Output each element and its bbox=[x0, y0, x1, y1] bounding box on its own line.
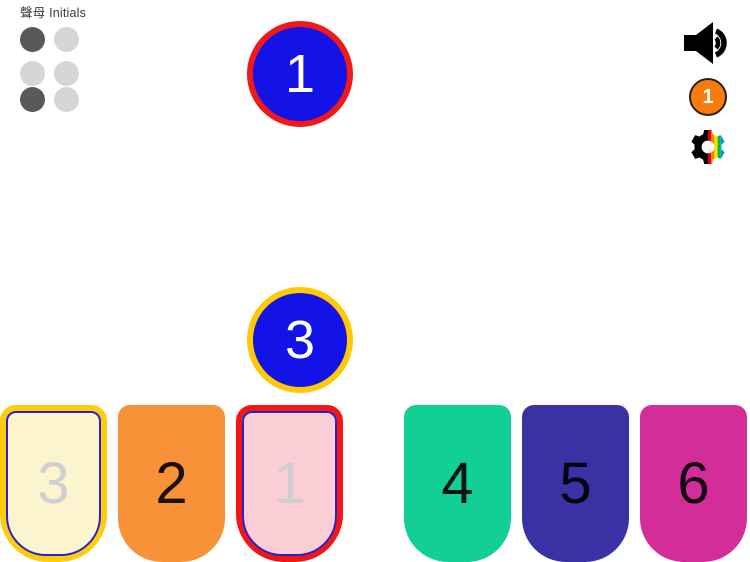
answer-tile-3[interactable]: 3 bbox=[0, 405, 107, 562]
progress-dot bbox=[54, 87, 79, 112]
speaker-button[interactable] bbox=[680, 20, 736, 66]
speaker-sound-icon bbox=[684, 22, 727, 64]
progress-dot bbox=[54, 27, 79, 52]
tile-value: 5 bbox=[559, 450, 592, 516]
round-counter-value: 1 bbox=[702, 85, 714, 108]
answer-tile-5[interactable]: 5 bbox=[522, 405, 629, 562]
tile-row-right: 4 5 6 bbox=[404, 405, 747, 562]
progress-dot bbox=[20, 27, 45, 52]
settings-button[interactable] bbox=[688, 128, 728, 166]
tile-row-left: 3 2 1 bbox=[0, 405, 343, 562]
tile-value: 6 bbox=[677, 450, 710, 516]
progress-dot-grid bbox=[20, 27, 88, 113]
tile-value: 3 bbox=[37, 450, 70, 516]
progress-dot bbox=[20, 87, 45, 112]
answer-tile-2[interactable]: 2 bbox=[118, 405, 225, 562]
progress-panel-label: 聲母 Initials bbox=[20, 6, 87, 20]
progress-dot bbox=[54, 61, 79, 86]
answer-tile-6[interactable]: 6 bbox=[640, 405, 747, 562]
tile-value: 1 bbox=[273, 450, 306, 516]
top-right-controls: 1 bbox=[678, 20, 738, 166]
answer-tile-4[interactable]: 4 bbox=[404, 405, 511, 562]
tile-value: 4 bbox=[441, 450, 474, 516]
gear-rainbow-icon bbox=[691, 130, 725, 164]
prompt-circle-top[interactable]: 1 bbox=[247, 21, 353, 127]
progress-panel: 聲母 Initials bbox=[20, 4, 160, 113]
round-counter-badge[interactable]: 1 bbox=[689, 78, 727, 116]
prompt-circle-mid[interactable]: 3 bbox=[247, 287, 353, 393]
answer-tile-1[interactable]: 1 bbox=[236, 405, 343, 562]
tile-value: 2 bbox=[155, 450, 188, 516]
prompt-circle-mid-value: 3 bbox=[284, 310, 316, 370]
progress-dot bbox=[20, 61, 45, 86]
prompt-circle-top-value: 1 bbox=[284, 44, 316, 104]
